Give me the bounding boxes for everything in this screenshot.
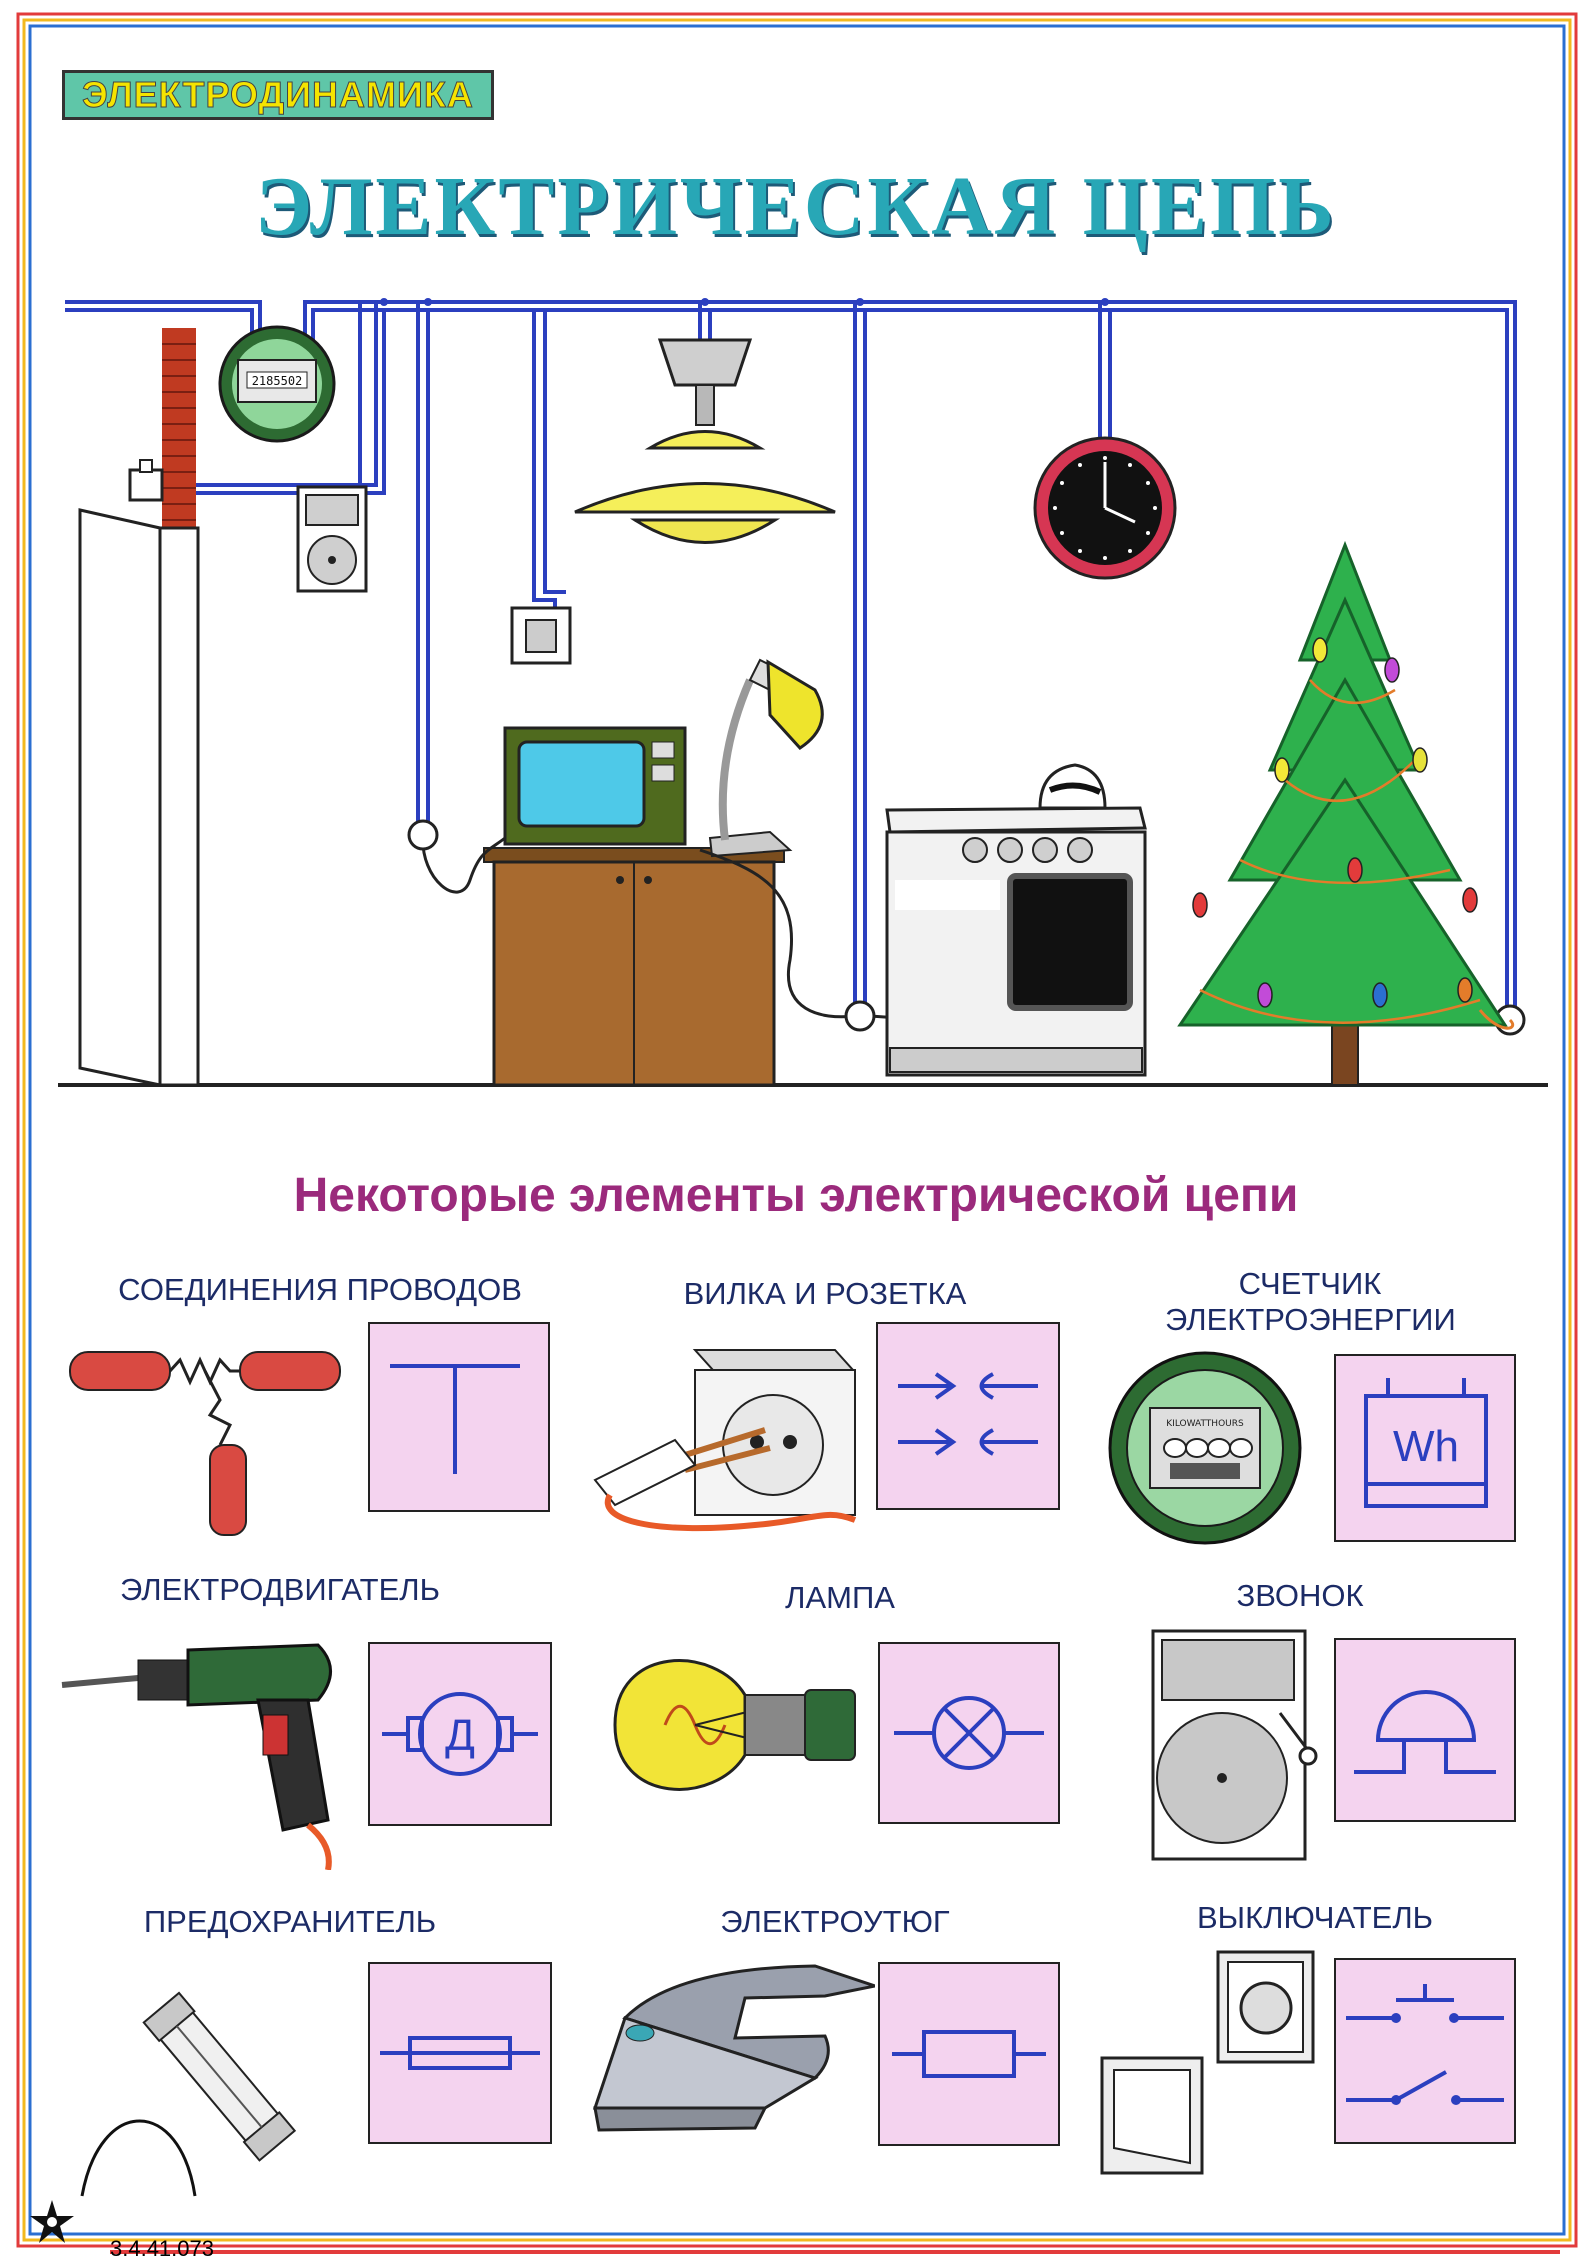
symbol-electric-motor: Д <box>368 1642 552 1826</box>
light-switch <box>510 606 572 665</box>
symbol-lamp <box>878 1642 1060 1824</box>
label-electric-iron: ЭЛЕКТРОУТЮГ <box>720 1904 950 1939</box>
room-scene: 2185502 <box>58 298 1548 1087</box>
label-plug-socket: ВИЛКА И РОЗЕТКА <box>683 1276 967 1311</box>
wh-text: Wh <box>1393 1422 1459 1471</box>
section-title: Некоторые элементы электрической цепи <box>293 1169 1299 1222</box>
fuse-box <box>128 459 164 502</box>
motor-letter: Д <box>445 1711 475 1760</box>
label-fuse: ПРЕДОХРАНИТЕЛЬ <box>143 1904 437 1939</box>
topic-tag: ЭЛЕКТРОДИНАМИКА <box>62 70 494 120</box>
wire-joints-picture <box>69 1351 341 1536</box>
door <box>78 508 200 1087</box>
label-bell: ЗВОНОК <box>1236 1578 1364 1613</box>
symbol-heater <box>878 1962 1060 2146</box>
doorbell <box>296 485 368 593</box>
symbol-electricity-meter: Wh <box>1334 1354 1516 1542</box>
label-electricity-meter: СЧЕТЧИК ЭЛЕКТРОЭНЕРГИИ <box>1165 1266 1456 1337</box>
electric-bell-picture <box>1151 1629 1318 1861</box>
symbol-plug-socket <box>876 1322 1060 1510</box>
star-logo-icon <box>30 2200 74 2243</box>
label-switch: ВЫКЛЮЧАТЕЛЬ <box>1196 1900 1434 1935</box>
television <box>503 726 687 846</box>
symbol-fuse <box>368 1962 552 2144</box>
plug-socket-picture <box>593 1349 857 1532</box>
desk-lamp <box>708 658 824 858</box>
electric-stove <box>885 763 1147 1077</box>
electricity-meter-picture: KILOWATTHOURS <box>1108 1351 1302 1545</box>
symbol-switch <box>1334 1958 1516 2144</box>
wall-clock <box>1033 436 1177 580</box>
label-wire-joints: СОЕДИНЕНИЯ ПРОВОДОВ <box>118 1272 522 1307</box>
cabinet <box>483 847 785 1087</box>
brick-wall <box>162 328 196 533</box>
light-bulb-picture <box>613 1659 856 1791</box>
electric-meter: 2185502 <box>218 325 336 443</box>
page-title: ЭЛЕКТРИЧЕСКАЯ ЦЕПЬ <box>255 160 1337 253</box>
ceiling-lamp <box>574 338 836 544</box>
label-lamp: ЛАМПА <box>785 1580 895 1615</box>
wall-switches-picture <box>1100 1950 1315 2175</box>
electric-iron-picture <box>592 1964 875 2132</box>
symbol-bell <box>1334 1638 1516 1822</box>
footer-code: 3.4.41.073 <box>110 2236 214 2261</box>
christmas-tree <box>1177 540 1508 1086</box>
outlet-2 <box>844 1000 876 1032</box>
fuse-picture <box>80 1991 297 2197</box>
meter-reading: 2185502 <box>252 374 303 388</box>
outlet-1 <box>407 819 439 851</box>
meter-face-text: KILOWATTHOURS <box>1166 1419 1244 1429</box>
label-electric-motor: ЭЛЕКТРОДВИГАТЕЛЬ <box>120 1572 440 1607</box>
symbol-wire-joint <box>368 1322 550 1512</box>
drill-picture <box>61 1643 332 1870</box>
